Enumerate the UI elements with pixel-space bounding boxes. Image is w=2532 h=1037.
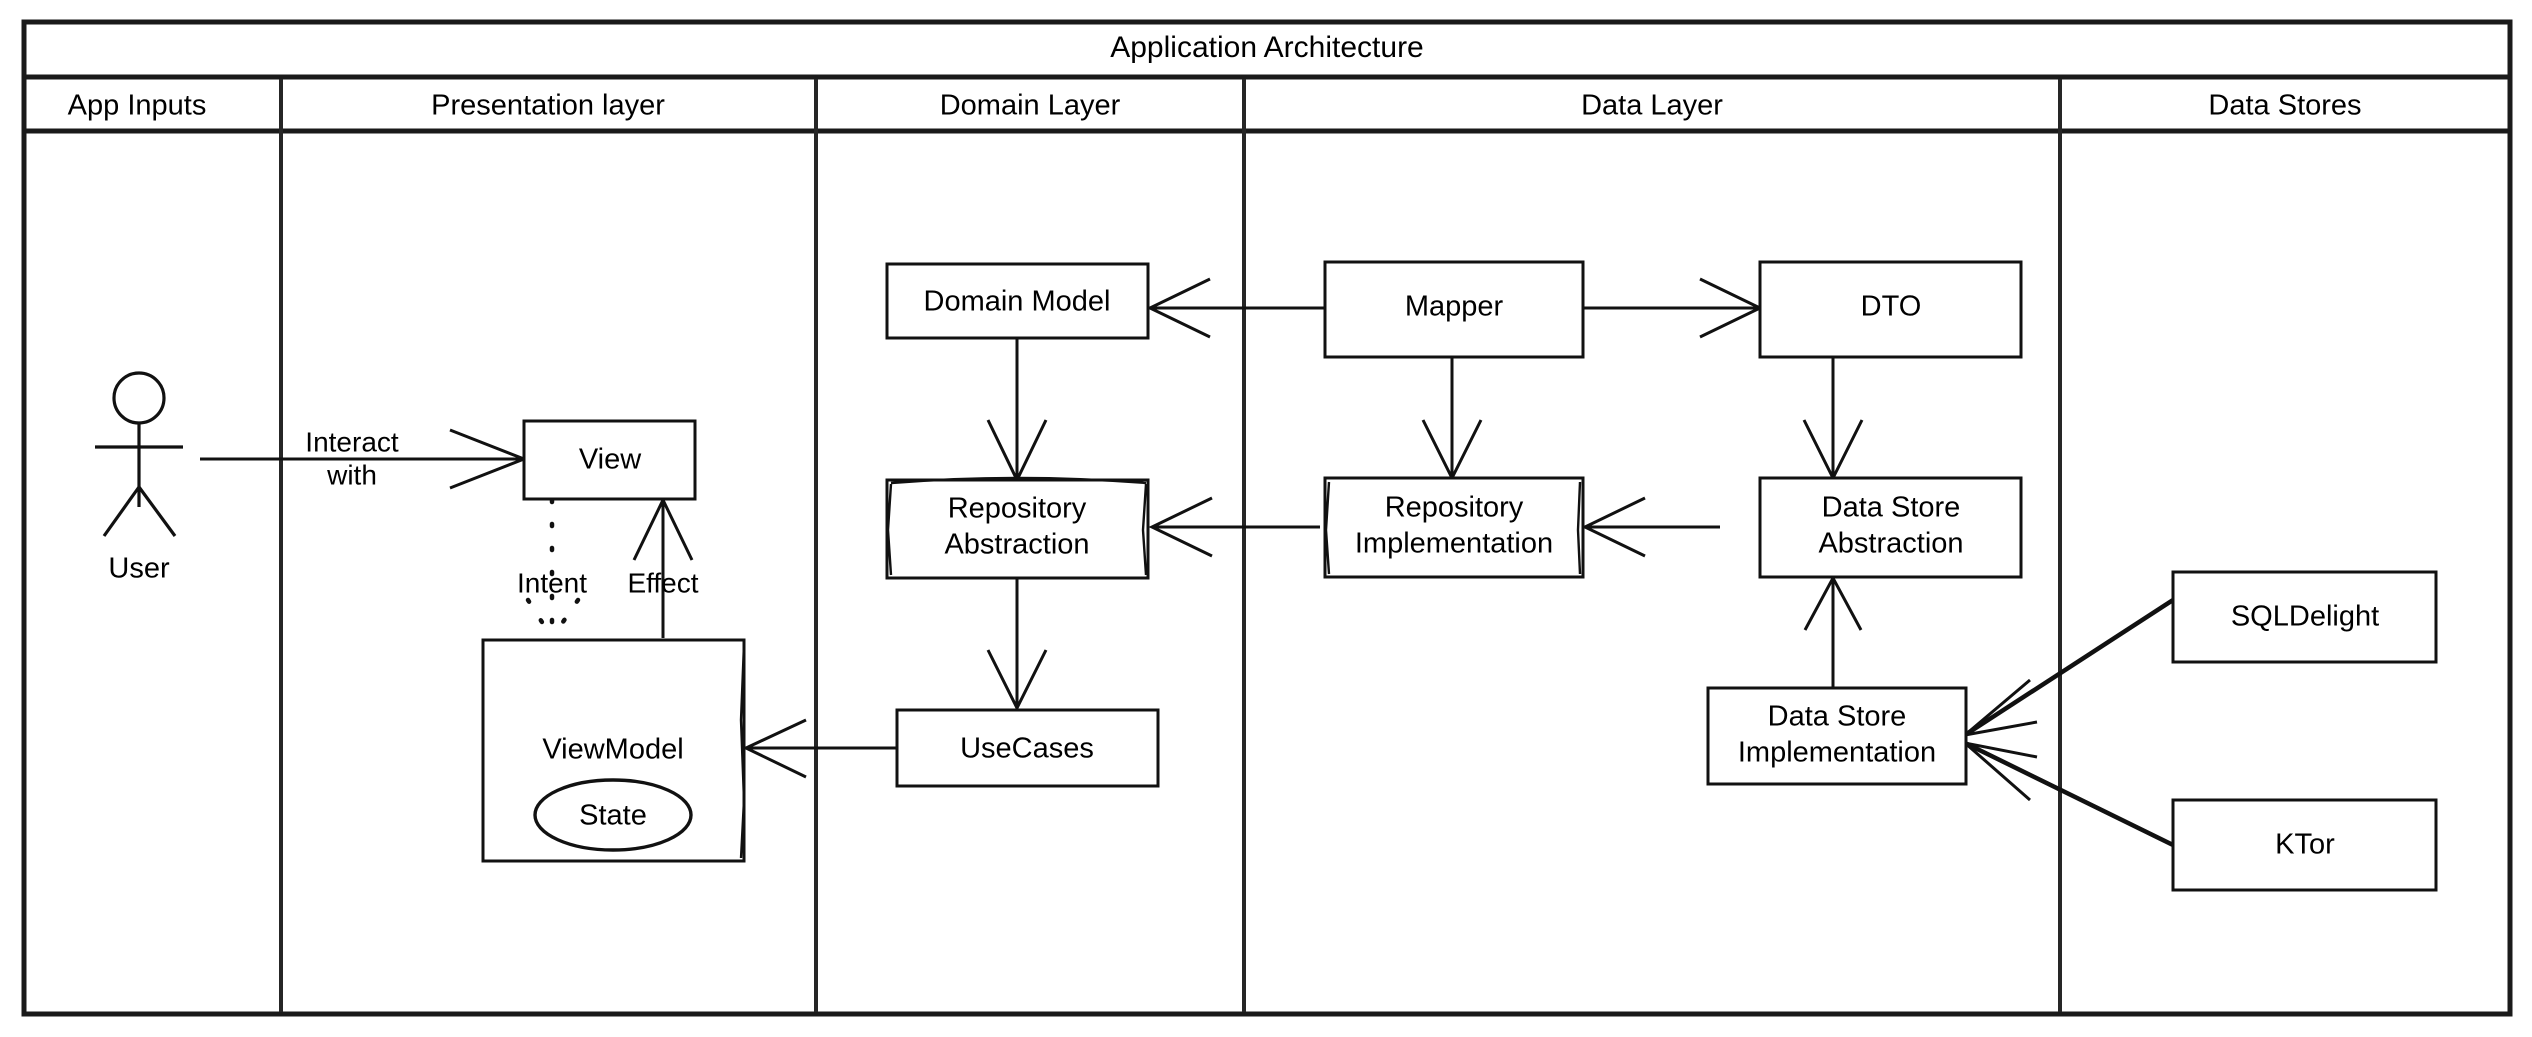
node-view-model[interactable]: ViewModel State [481, 638, 746, 863]
node-view-model-sketch-edge [739, 643, 746, 859]
node-ktor[interactable]: KTor [2171, 798, 2438, 892]
node-repository-implementation[interactable]: Repository Implementation [1323, 476, 1585, 579]
node-repository-abstraction-sketch-top [890, 476, 1147, 485]
node-sqldelight[interactable]: SQLDelight [2171, 570, 2438, 664]
node-data-store-implementation-label-line1: Data Store [1768, 701, 1907, 733]
node-view-model-label: ViewModel [542, 734, 683, 766]
node-dto-label: DTO [1861, 291, 1922, 323]
diagram-title: Application Architecture [1110, 31, 1424, 64]
edge-repoimpl-repoabs-arrowhead [1148, 496, 1213, 558]
node-mapper-label: Mapper [1405, 291, 1504, 323]
node-domain-model-label: Domain Model [924, 286, 1111, 318]
edge-usecases-to-viewmodel [742, 718, 897, 779]
outer-frame [21, 19, 2513, 1017]
edge-repoimpl-to-repoabstraction [1148, 496, 1320, 558]
node-data-store-abstraction-label-line1: Data Store [1822, 492, 1961, 524]
node-ktor-label: KTor [2275, 829, 2335, 861]
edge-mapper-to-domainmodel [1146, 277, 1325, 339]
edge-view-to-viewmodel [525, 497, 581, 641]
column-header-domain-layer: Domain Layer [940, 90, 1121, 122]
node-repository-abstraction-box[interactable] [885, 478, 1150, 580]
column-headers: App Inputs Presentation layer Domain Lay… [68, 90, 2362, 122]
column-header-data-stores: Data Stores [2208, 90, 2361, 122]
node-use-cases[interactable]: UseCases [895, 708, 1160, 788]
node-ktor-box[interactable] [2171, 798, 2438, 892]
edge-label-intent: Intent [517, 567, 587, 598]
node-domain-model-box[interactable] [885, 262, 1150, 340]
actor-user [95, 371, 183, 537]
node-use-cases-label: UseCases [960, 733, 1094, 765]
node-repository-implementation-box[interactable] [1323, 476, 1585, 579]
node-view-box[interactable] [522, 419, 697, 501]
node-data-store-implementation-box[interactable] [1706, 686, 1968, 786]
edge-repoabs-usecases-arrowhead [986, 649, 1048, 712]
edge-datastoreabs-repoimpl-arrowhead [1581, 496, 1646, 558]
node-sqldelight-label: SQLDelight [2231, 601, 2379, 633]
node-repository-abstraction-label-line2: Abstraction [944, 529, 1089, 561]
node-mapper-box[interactable] [1323, 260, 1585, 359]
edge-intent-arrow-right [549, 597, 581, 641]
edge-mapper-domainmodel-arrowhead [1146, 277, 1211, 339]
edge-repoabstraction-to-usecases [986, 578, 1048, 712]
node-state-ellipse[interactable] [533, 778, 693, 852]
user-head-icon [112, 371, 166, 425]
node-domain-model[interactable]: Domain Model [885, 262, 1150, 340]
column-header-app-inputs: App Inputs [68, 90, 207, 122]
edge-datastoreabstraction-to-repoimpl [1581, 496, 1720, 558]
diagram-frame [21, 19, 2513, 1017]
node-data-store-abstraction[interactable]: Data Store Abstraction [1758, 476, 2023, 579]
column-header-data-layer: Data Layer [1581, 90, 1723, 122]
node-use-cases-box[interactable] [895, 708, 1160, 788]
node-data-store-abstraction-label-line2: Abstraction [1818, 528, 1963, 560]
node-data-store-implementation[interactable]: Data Store Implementation [1706, 686, 1968, 786]
edge-label-effect: Effect [627, 567, 698, 598]
edge-label-interact-line1: Interact [305, 426, 399, 457]
node-repository-implementation-sketch-right [1576, 481, 1582, 575]
edge-sqldelight-datastoreimpl-line [1963, 598, 2175, 737]
user-leg-left-line [102, 486, 141, 537]
column-dividers [279, 79, 2062, 1012]
node-view-label: View [579, 444, 642, 476]
edge-label-interact-line2: with [326, 459, 377, 490]
actor-label-user: User [108, 553, 170, 585]
node-dto-box[interactable] [1758, 260, 2023, 359]
column-header-presentation-layer: Presentation layer [431, 90, 665, 122]
node-data-store-abstraction-box[interactable] [1758, 476, 2023, 579]
node-sqldelight-box[interactable] [2171, 570, 2438, 664]
node-repository-implementation-label-line2: Implementation [1355, 528, 1553, 560]
edge-ktor-datastoreimpl-line [1964, 740, 2174, 848]
node-mapper[interactable]: Mapper [1323, 260, 1585, 359]
node-dto[interactable]: DTO [1758, 260, 2023, 359]
node-repository-abstraction[interactable]: Repository Abstraction [885, 476, 1150, 580]
node-repository-implementation-sketch-left [1324, 481, 1331, 575]
edge-intent-arrow-left [525, 597, 555, 641]
node-state-label: State [579, 800, 647, 832]
node-repository-implementation-label-line1: Repository [1385, 492, 1524, 524]
node-data-store-implementation-label-line2: Implementation [1738, 737, 1936, 769]
node-repository-abstraction-label-line1: Repository [948, 493, 1087, 525]
node-repository-abstraction-sketch-left [886, 483, 893, 576]
node-repository-abstraction-sketch-right [1141, 483, 1148, 576]
user-leg-right-line [137, 486, 177, 537]
edge-usecases-viewmodel-arrowhead [742, 718, 807, 779]
node-view[interactable]: View [522, 419, 697, 501]
